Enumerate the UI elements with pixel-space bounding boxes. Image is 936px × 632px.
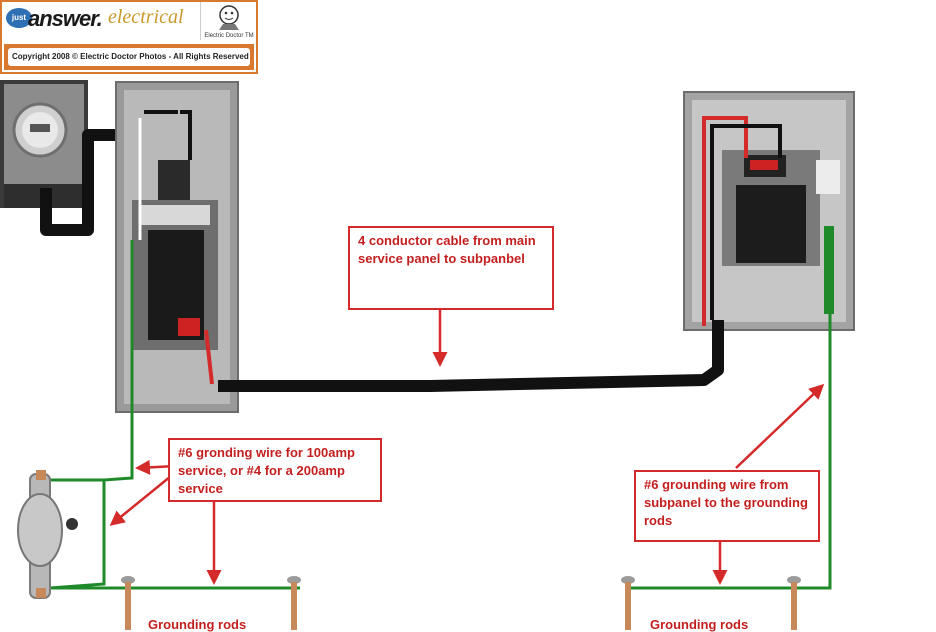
logo-prefix: just bbox=[6, 8, 32, 28]
cable-label-text: 4 conductor cable from main service pane… bbox=[358, 233, 536, 266]
grounding-rod-3 bbox=[621, 576, 635, 630]
doctor-label: Electric Doctor TM bbox=[204, 33, 254, 39]
cable-label: 4 conductor cable from main service pane… bbox=[348, 226, 554, 310]
main-ground-label: #6 gronding wire for 100amp service, or … bbox=[168, 438, 382, 502]
site-header: just answer. electrical Electric Doctor … bbox=[0, 0, 258, 74]
logo-name: answer. bbox=[28, 6, 103, 31]
feeder-cable bbox=[218, 320, 724, 392]
grounding-rods-label-right: Grounding rods bbox=[650, 617, 749, 632]
subpanel bbox=[683, 91, 855, 331]
logo-suffix: electrical bbox=[108, 6, 184, 28]
ground-clamp-fitting bbox=[17, 470, 78, 599]
main-service-panel bbox=[115, 81, 239, 413]
sub-ground-wire bbox=[626, 314, 832, 590]
feeder-red-conductor bbox=[204, 329, 214, 385]
sub-ground-label: #6 grounding wire from subpanel to the g… bbox=[634, 470, 820, 542]
grounding-rods-label-left: Grounding rods bbox=[148, 617, 247, 632]
sub-ground-label-text: #6 grounding wire from subpanel to the g… bbox=[644, 477, 808, 528]
grounding-rod-1 bbox=[121, 576, 135, 630]
copyright-text: Copyright 2008 © Electric Doctor Photos … bbox=[8, 48, 250, 66]
grounding-rod-2 bbox=[287, 576, 301, 630]
main-ground-label-text: #6 gronding wire for 100amp service, or … bbox=[178, 445, 355, 496]
copyright-bar: Copyright 2008 © Electric Doctor Photos … bbox=[4, 44, 254, 70]
grounding-rod-4 bbox=[787, 576, 801, 630]
electric-doctor-badge: Electric Doctor TM bbox=[200, 2, 257, 40]
arrow-to-clamp bbox=[109, 471, 177, 526]
electric-doctor-icon bbox=[219, 5, 239, 30]
justanswer-logo: just answer. electrical bbox=[4, 4, 199, 40]
arrow-to-sub-ground bbox=[735, 383, 825, 469]
